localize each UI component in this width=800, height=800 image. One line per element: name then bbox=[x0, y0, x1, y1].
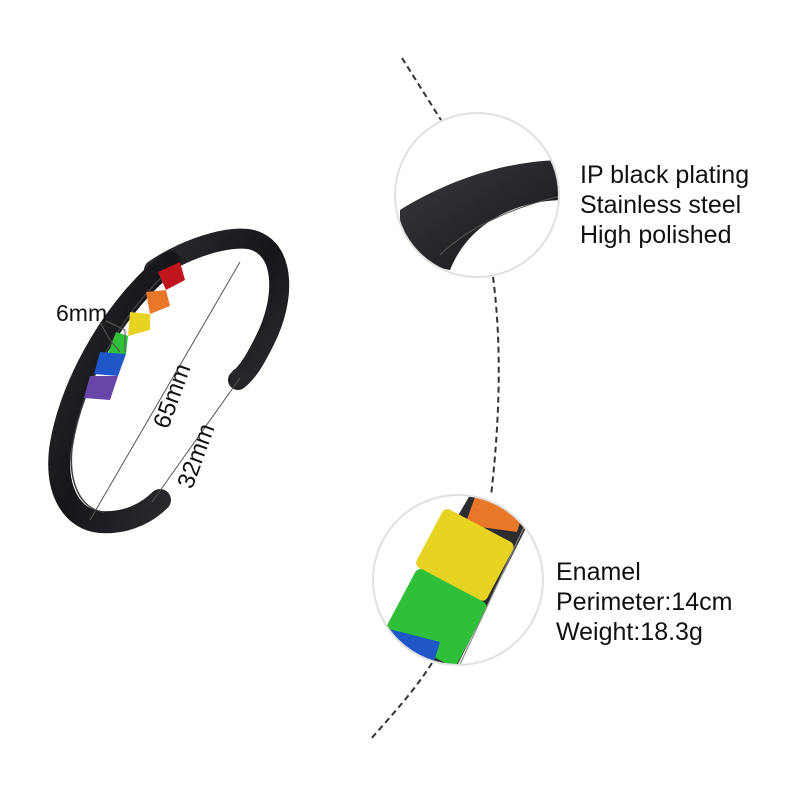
rainbow-enamel-stripes bbox=[84, 262, 185, 400]
spec-perimeter: Perimeter:14cm bbox=[556, 588, 733, 616]
spec-weight: Weight:18.3g bbox=[556, 618, 703, 646]
stripe-width-label: 6mm bbox=[56, 300, 108, 326]
dimension-lines bbox=[89, 261, 241, 521]
dashed-connector bbox=[369, 57, 500, 741]
feature-finish: High polished bbox=[580, 221, 732, 249]
diameter-label: 65mm bbox=[148, 360, 196, 432]
feature-material: Stainless steel bbox=[580, 191, 742, 219]
detail-circle-enamel bbox=[372, 494, 544, 666]
enamel-specs: Enamel Perimeter:14cm Weight:18.3g bbox=[556, 557, 732, 647]
bracelet-image bbox=[48, 228, 290, 534]
plating-features: IP black plating Stainless steel High po… bbox=[580, 160, 749, 250]
opening-label: 32mm bbox=[172, 420, 220, 492]
feature-plating: IP black plating bbox=[580, 161, 750, 189]
spec-enamel: Enamel bbox=[556, 558, 641, 586]
detail-circle-plating bbox=[394, 112, 560, 278]
